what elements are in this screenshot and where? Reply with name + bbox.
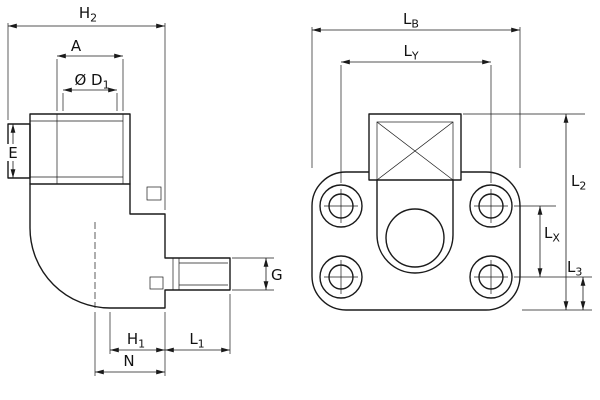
dim-label-G: G bbox=[271, 266, 283, 284]
front-view: LB LY L2 LX L3 bbox=[311, 10, 592, 311]
dim-L1: L1 bbox=[165, 294, 231, 354]
dim-E: E bbox=[5, 124, 21, 178]
detail-tab-lower bbox=[149, 276, 164, 290]
dim-label-LX: LX bbox=[544, 224, 560, 245]
port-thread-rect bbox=[376, 121, 454, 181]
dim-LB: LB bbox=[311, 10, 521, 168]
side-view: H2 A Ø D1 E G bbox=[5, 4, 283, 376]
dim-label-LY: LY bbox=[403, 42, 418, 63]
bolt-hole-bottom-left bbox=[319, 255, 363, 299]
dim-LX: LX bbox=[514, 205, 592, 278]
center-boss-outline bbox=[376, 179, 454, 274]
bolt-hole-top-left bbox=[319, 184, 363, 228]
dim-label-D1: Ø D1 bbox=[74, 71, 109, 92]
dim-L3: L3 bbox=[567, 258, 586, 310]
dim-label-E: E bbox=[8, 144, 17, 162]
dim-label-L3: L3 bbox=[567, 258, 582, 279]
dim-G: G bbox=[232, 257, 283, 291]
detail-tab-upper bbox=[146, 186, 162, 201]
threaded-port-block bbox=[29, 113, 131, 185]
dim-L2: L2 bbox=[463, 113, 592, 311]
port-diagonal-2 bbox=[376, 121, 454, 181]
dim-LY: LY bbox=[340, 42, 492, 183]
bolt-hole-bottom-right bbox=[469, 255, 513, 299]
bolt-hole-top-right bbox=[469, 184, 513, 228]
dim-label-N: N bbox=[123, 352, 134, 370]
dim-label-H2: H2 bbox=[79, 4, 97, 25]
dim-D1: Ø D1 bbox=[62, 71, 118, 111]
center-bore bbox=[385, 208, 445, 268]
dim-label-LB: LB bbox=[403, 10, 419, 31]
dim-label-L1: L1 bbox=[189, 330, 204, 351]
dim-label-L2: L2 bbox=[571, 172, 586, 193]
port-boss bbox=[368, 113, 462, 181]
dim-H1: H1 bbox=[109, 312, 166, 376]
elbow-body-outline bbox=[29, 183, 231, 309]
dim-label-H1: H1 bbox=[127, 330, 145, 351]
dim-label-A: A bbox=[71, 37, 82, 55]
dim-A: A bbox=[56, 37, 124, 111]
dim-N: N bbox=[94, 312, 165, 376]
dim-H2: H2 bbox=[7, 4, 166, 210]
